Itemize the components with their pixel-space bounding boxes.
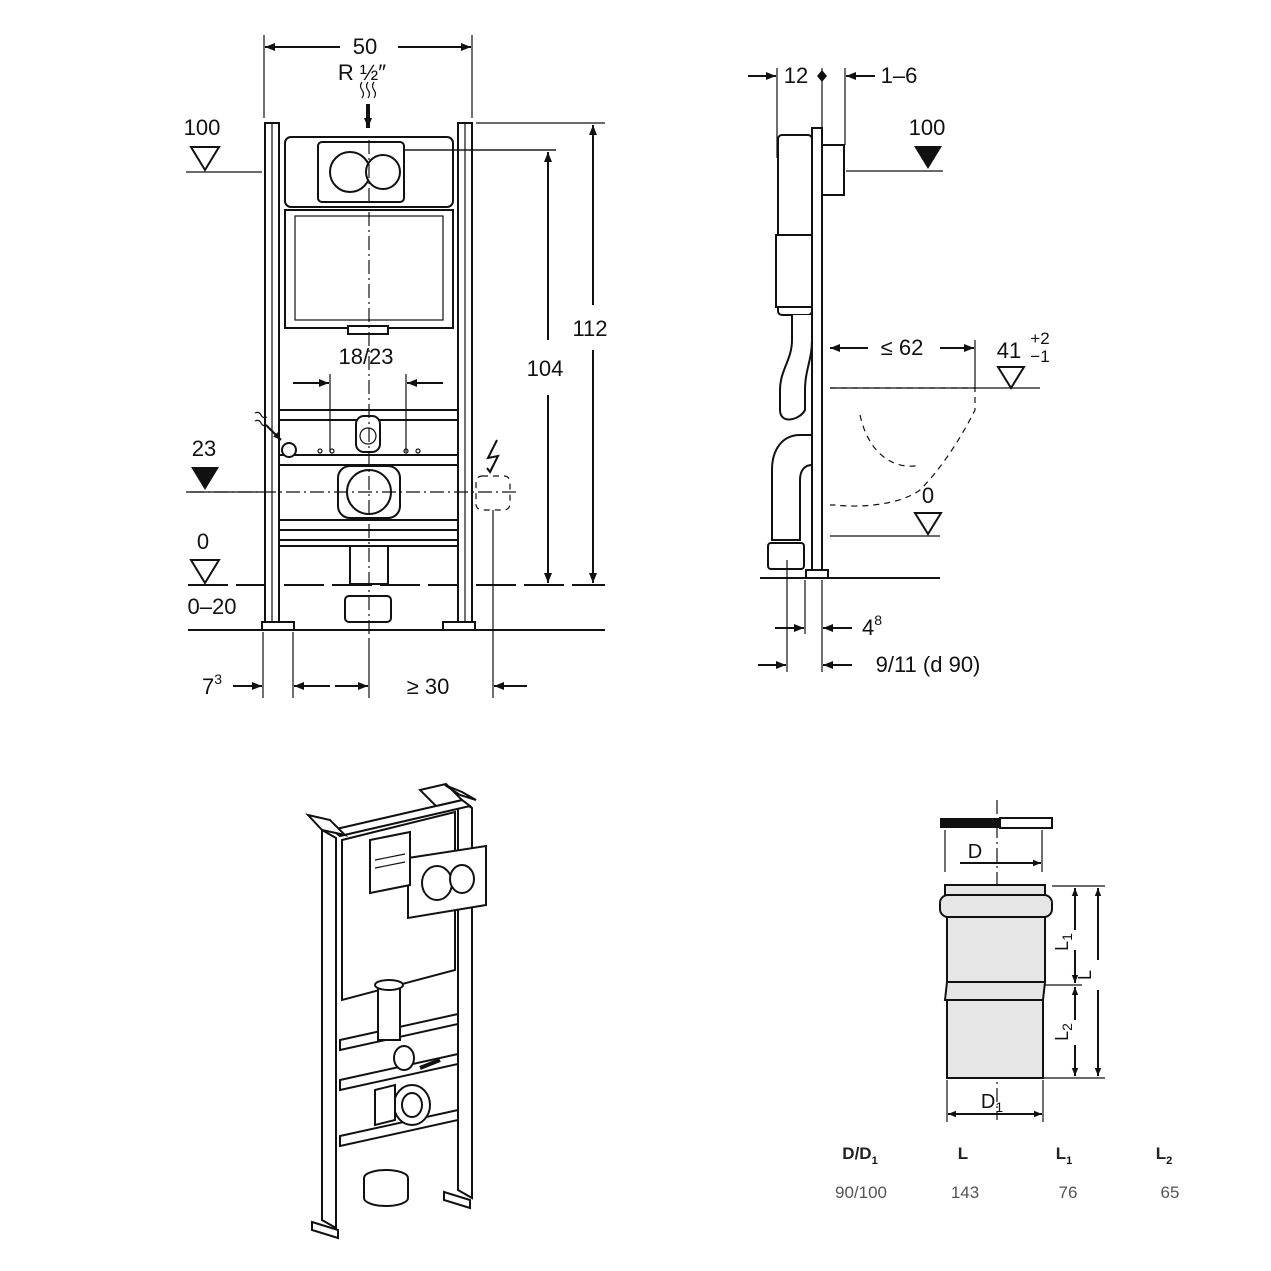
- level-0-label: 0: [197, 529, 209, 554]
- dim-1-6-label: 1–6: [881, 63, 918, 88]
- spec-table: D/D1 L L1 L2 90/100 143 76 65: [835, 1144, 1179, 1202]
- isometric-view: [305, 782, 487, 1240]
- flush-button-large: [329, 151, 371, 193]
- side-level-0-label: 0: [922, 483, 934, 508]
- offset-7-label: 73: [202, 671, 222, 699]
- level-100-label: 100: [184, 115, 221, 140]
- wc-bowl: [830, 387, 976, 507]
- pipe-label-l2: L2: [1052, 1023, 1075, 1041]
- pipe-label-d1: D1: [981, 1091, 1003, 1115]
- table-header-d-d1: D/D1: [842, 1144, 877, 1167]
- height-104-label: 104: [527, 356, 564, 381]
- lightning-icon: [486, 439, 500, 473]
- pipe-label-l1: L1: [1052, 933, 1075, 951]
- max-62-label: ≤ 62: [881, 335, 924, 360]
- flush-button-small: [365, 154, 401, 190]
- dim-12-label: 12: [784, 63, 808, 88]
- connection-label: R ½″: [338, 60, 386, 85]
- height-112-label: 112: [572, 316, 607, 341]
- dim-9-11-label: 9/11 (d 90): [876, 652, 981, 677]
- table-value-l: 143: [951, 1183, 979, 1202]
- tol-minus-label: −1: [1030, 347, 1049, 366]
- side-level-100-label: 100: [909, 115, 946, 140]
- table-value-d-d1: 90/100: [835, 1183, 887, 1202]
- water-wave-icon: [359, 81, 365, 99]
- pipe-spigot: [946, 999, 1044, 1079]
- table-value-l2: 65: [1161, 1183, 1180, 1202]
- pipe-detail: D L1 L L2 D1: [939, 800, 1105, 1122]
- front-view: 50 R ½″ 100 104 112 18/23 23 0 0–20: [184, 34, 608, 699]
- pipe-label-l: L: [1075, 970, 1095, 980]
- level-23-label: 23: [192, 436, 216, 461]
- table-header-l2: L2: [1156, 1144, 1173, 1167]
- min-30-label: ≥ 30: [407, 674, 450, 699]
- side-view: 12 1–6 100 ≤ 62 41 +2 −1 0 48 9/11 (d 90…: [748, 63, 1050, 677]
- electrical-box: [475, 475, 511, 511]
- wall-plate: [811, 127, 823, 577]
- table-header-l: L: [958, 1144, 968, 1163]
- span-18-23-label: 18/23: [338, 344, 393, 369]
- level-41-label: 41: [997, 338, 1021, 363]
- width-label: 50: [353, 34, 377, 59]
- floor-range-label: 0–20: [188, 594, 237, 619]
- actuator-plate: [821, 144, 845, 196]
- drain-bend: [771, 434, 813, 541]
- pipe-label-d: D: [968, 841, 982, 863]
- tol-plus-label: +2: [1030, 329, 1049, 348]
- table-value-l1: 76: [1059, 1183, 1078, 1202]
- table-header-l1: L1: [1056, 1144, 1073, 1167]
- dim-4-label: 48: [862, 612, 882, 640]
